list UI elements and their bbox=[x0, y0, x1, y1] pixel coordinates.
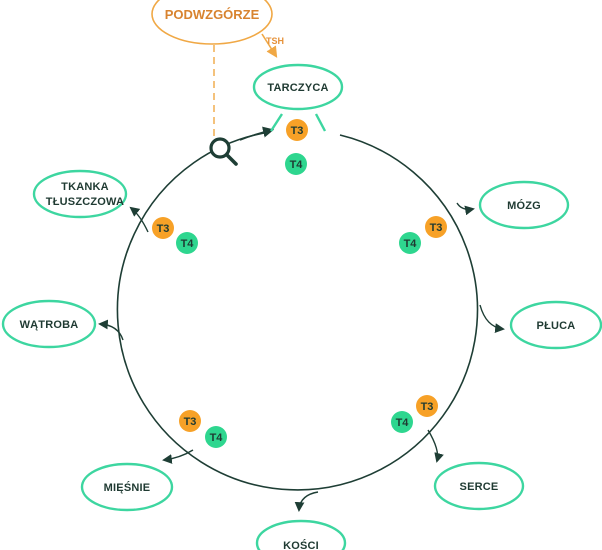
t3-label: T3 bbox=[291, 125, 304, 137]
t4-label: T4 bbox=[396, 417, 410, 429]
thyroid-label: TARCZYCA bbox=[267, 82, 328, 94]
tsh-arrow bbox=[261, 33, 278, 58]
t3-label: T3 bbox=[184, 416, 197, 428]
hormone-pair-upper-left: T3 T4 bbox=[152, 217, 198, 254]
organ-muscles: MIĘŚNIE bbox=[80, 462, 174, 512]
organ-fat-label-line2: TŁUSZCZOWA bbox=[46, 196, 124, 208]
hormone-pair-lower-right: T3 T4 bbox=[391, 395, 438, 433]
hormone-pair-lower-left: T3 T4 bbox=[179, 410, 227, 448]
organ-fat-label-line1: TKANKA bbox=[61, 181, 109, 193]
arrow-to-liver bbox=[98, 319, 124, 341]
organ-brain: MÓZG bbox=[478, 180, 570, 230]
t3-label: T3 bbox=[421, 401, 434, 413]
organ-liver: WĄTROBA bbox=[1, 299, 97, 349]
arrow-to-muscles bbox=[162, 449, 194, 464]
organ-heart: SERCE bbox=[433, 461, 525, 511]
organ-bones-label: KOŚCI bbox=[283, 539, 319, 550]
t4-label: T4 bbox=[210, 432, 224, 444]
magnifier-icon bbox=[209, 137, 238, 166]
organ-lungs-label: PŁUCA bbox=[537, 320, 576, 332]
t4-label: T4 bbox=[181, 238, 195, 250]
circulation-circle bbox=[116, 131, 479, 491]
organ-liver-label: WĄTROBA bbox=[20, 319, 79, 331]
hypothalamus-node: PODWZGÓRZE bbox=[151, 0, 273, 45]
organ-muscles-label: MIĘŚNIE bbox=[104, 481, 151, 494]
hormone-pair-thyroid: T3 T4 bbox=[285, 119, 308, 175]
circulation-arrow bbox=[239, 126, 275, 141]
t3-label: T3 bbox=[157, 223, 170, 235]
t4-label: T4 bbox=[290, 159, 304, 171]
tsh-label: TSH bbox=[266, 36, 284, 46]
arrow-to-bones bbox=[294, 491, 319, 512]
t4-label: T4 bbox=[404, 238, 418, 250]
arrow-to-fat bbox=[129, 206, 149, 233]
organ-fat-tissue: TKANKA TŁUSZCZOWA bbox=[32, 169, 128, 219]
hypothalamus-label: PODWZGÓRZE bbox=[165, 7, 260, 22]
t3-label: T3 bbox=[430, 222, 443, 234]
organ-lungs: PŁUCA bbox=[509, 300, 602, 350]
hormone-pair-upper-right: T3 T4 bbox=[399, 216, 447, 254]
arrow-to-lungs bbox=[479, 304, 505, 333]
arrow-to-heart bbox=[427, 429, 444, 463]
organ-brain-label: MÓZG bbox=[507, 199, 541, 212]
thyroid-node: TARCZYCA bbox=[252, 63, 344, 132]
organ-bones: KOŚCI bbox=[255, 519, 347, 550]
arrow-to-brain bbox=[456, 202, 475, 216]
organ-heart-label: SERCE bbox=[460, 481, 499, 493]
